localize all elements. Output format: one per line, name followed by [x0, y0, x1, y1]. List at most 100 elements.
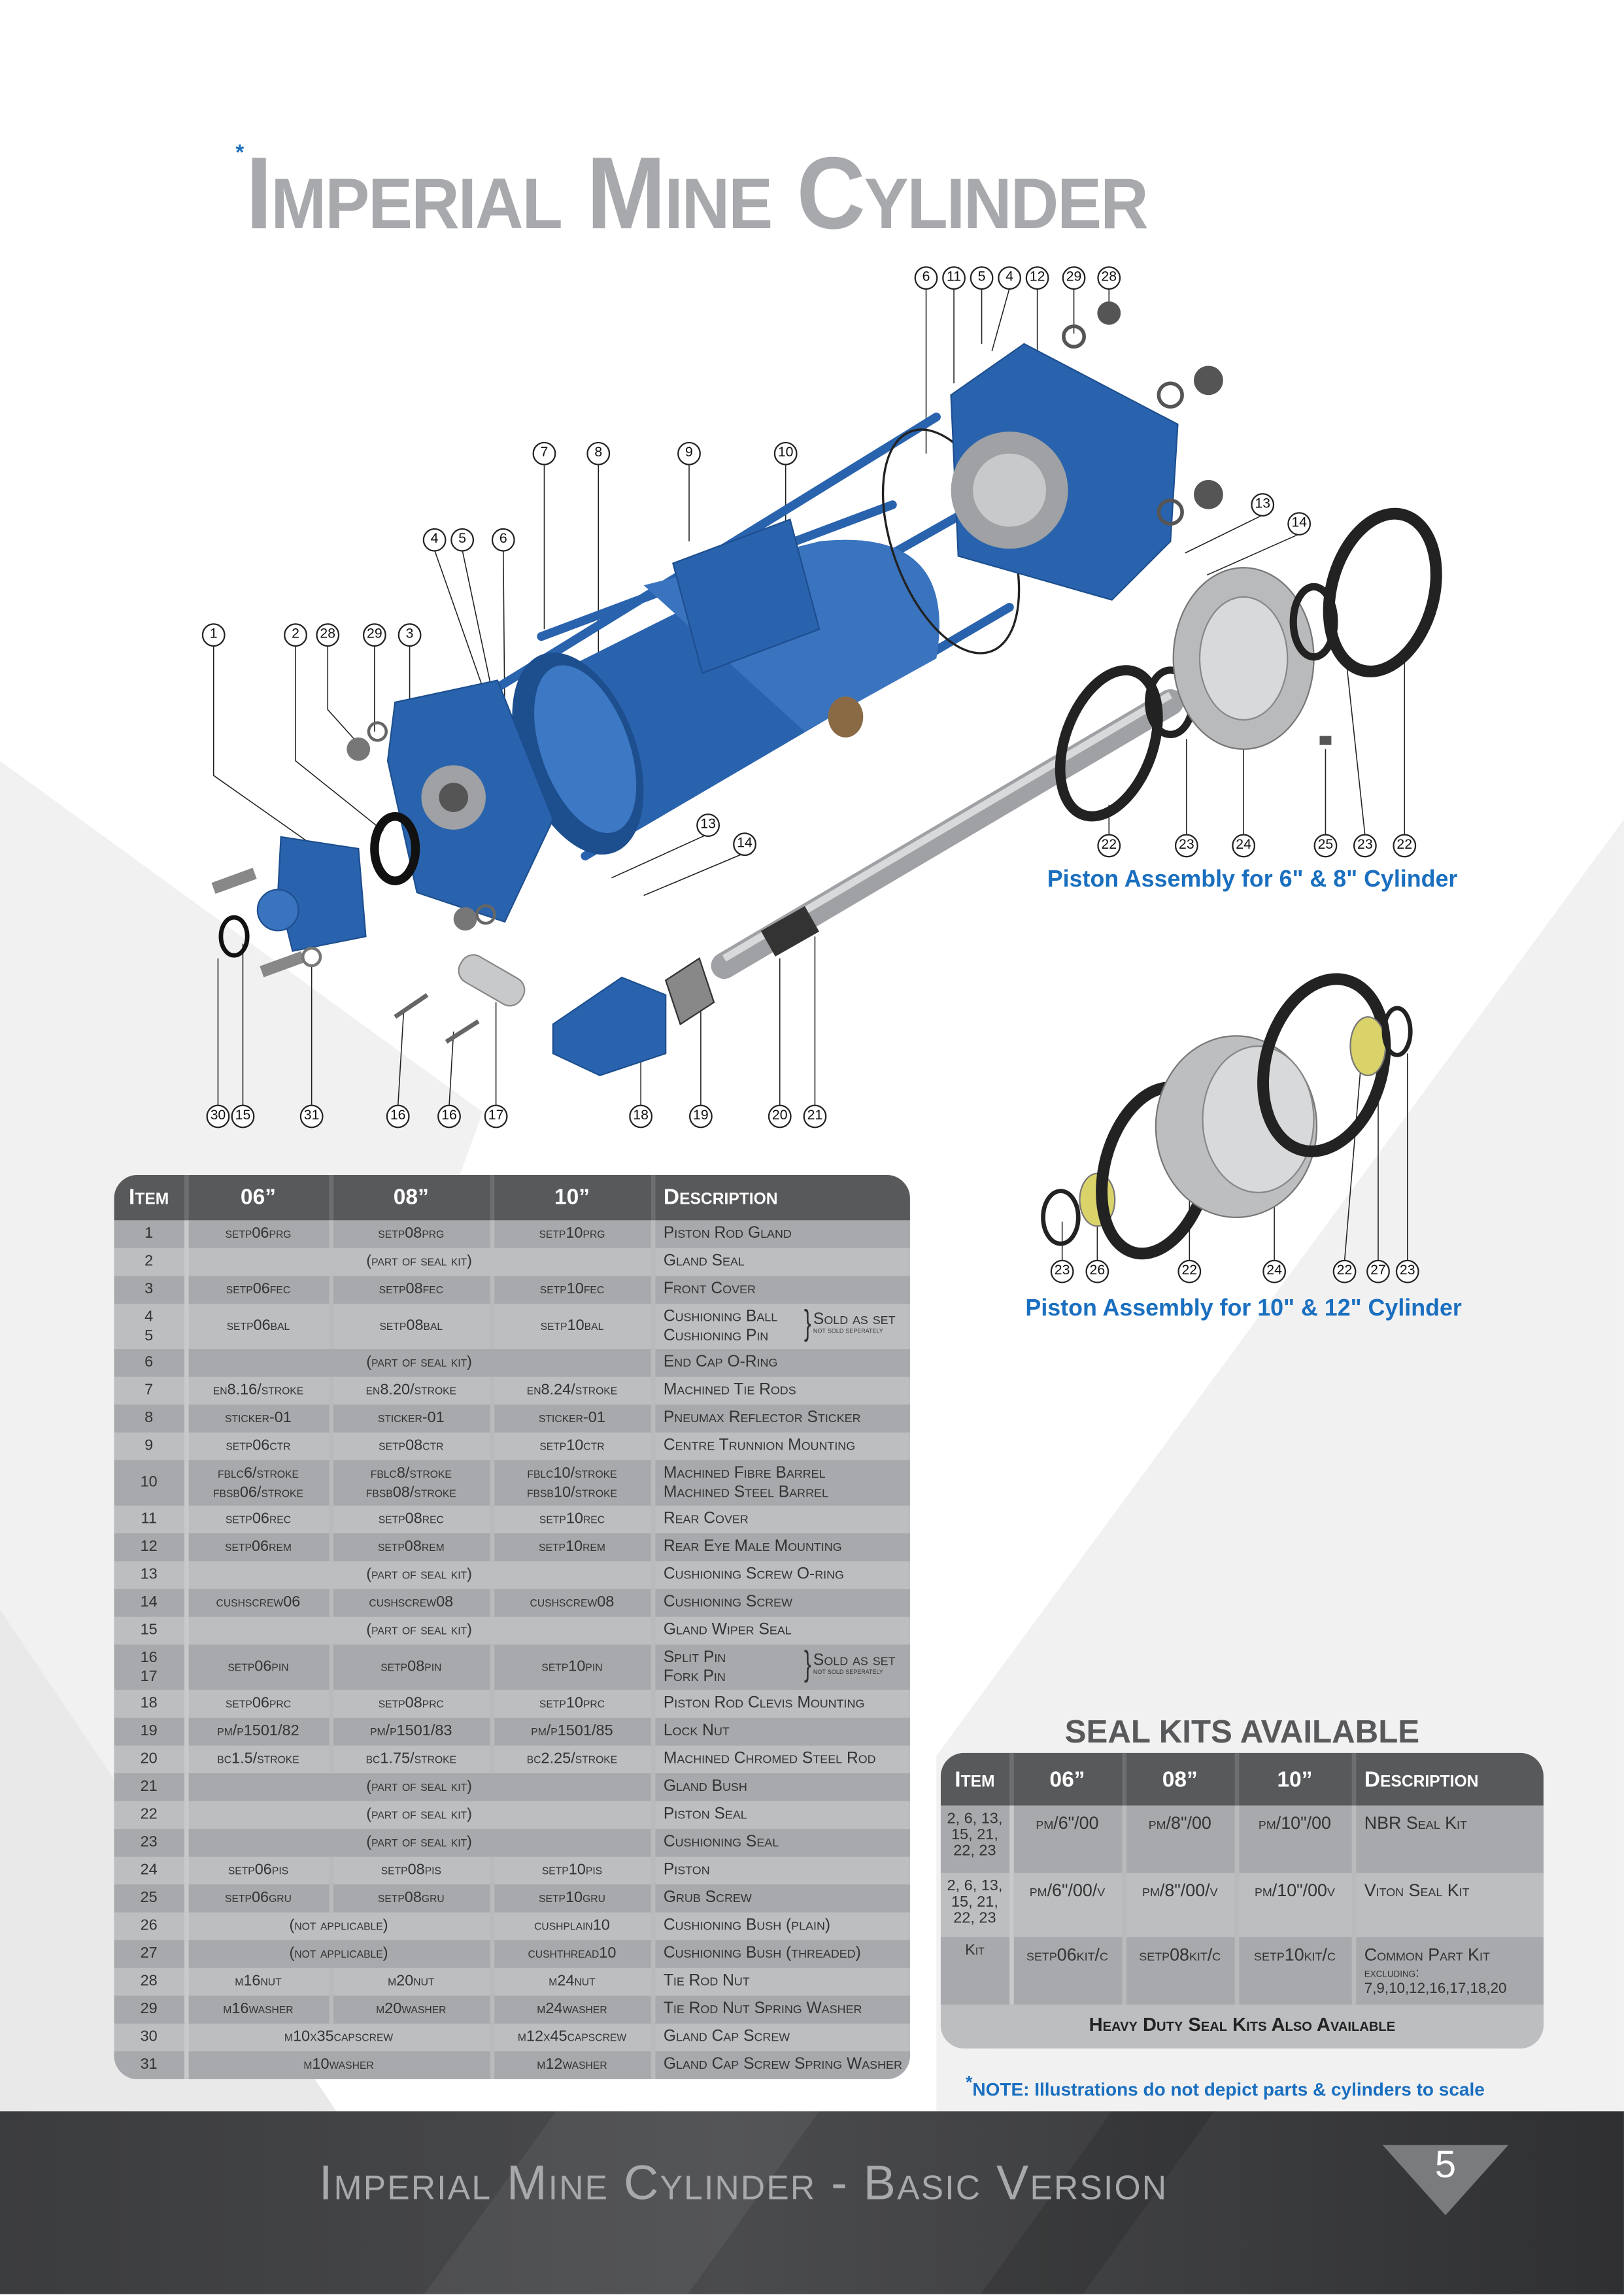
- cell-part-number: cushplain10: [491, 1912, 655, 1941]
- cell-part-number: setp08prg: [330, 1220, 494, 1248]
- piston-assembly-small: [1055, 507, 1442, 822]
- page-title: Imperial Mine Cylinder: [245, 136, 1149, 250]
- cell-part-number: en8.16/stroke: [186, 1376, 333, 1405]
- callout-number: 22: [1097, 834, 1121, 858]
- description-line: Cushioning Pin: [663, 1326, 769, 1344]
- cell-part-number: cushthread10: [491, 1940, 655, 1968]
- note-main: Sold as set: [813, 1651, 896, 1669]
- callout-number: 24: [1262, 1259, 1287, 1284]
- cell-part-number: m12washer: [491, 2051, 655, 2079]
- parts-table-header: Item 06” 08” 10” Description: [114, 1174, 910, 1221]
- description-line: Gland Bush: [663, 1777, 747, 1795]
- cell-item: 2, 6, 13, 15, 21, 22, 23: [940, 1873, 1013, 1937]
- callout-number: 23: [1353, 834, 1377, 858]
- description-line: Tie Rod Nut: [663, 1972, 750, 1990]
- cell-part-number: bc1.75/stroke: [330, 1745, 494, 1774]
- callout-number: 15: [231, 1104, 255, 1129]
- cell-part-number: fblc6/stroke fbsb06/stroke: [186, 1460, 333, 1506]
- description-line: Machined Steel Barrel: [663, 1483, 828, 1501]
- cell-part-number: setp06fec: [186, 1276, 333, 1304]
- description-line: Tie Rod Nut Spring Washer: [663, 2000, 862, 2018]
- cell-item: 30: [114, 2023, 188, 2052]
- cell-part-number: (part of seal kit): [186, 1248, 655, 1276]
- cell-item: 12: [114, 1533, 188, 1561]
- cell-part-number: setp08pin: [330, 1644, 494, 1690]
- callout-number: 1: [201, 623, 226, 647]
- page-number: 5: [1434, 2142, 1457, 2186]
- cell-description: Machined Tie Rods: [652, 1376, 910, 1405]
- col-06: 06”: [186, 1174, 333, 1221]
- cell-item: 22: [114, 1801, 188, 1829]
- table-row: 15(part of seal kit)Gland Wiper Seal: [114, 1616, 910, 1645]
- callout-number: 29: [362, 623, 386, 647]
- cell-item: 27: [114, 1940, 188, 1968]
- kit-description: Common Part Kit: [1364, 1945, 1490, 1965]
- cell-description: Cushioning Bush (threaded): [652, 1940, 910, 1968]
- description-line: Cushioning Seal: [663, 1833, 779, 1851]
- note-text: NOTE: Illustrations do not depict parts …: [972, 2079, 1485, 2100]
- cell-description: Centre Trunnion Mounting: [652, 1432, 910, 1461]
- cell-description: Pneumax Reflector Sticker: [652, 1404, 910, 1433]
- footer-title: Imperial Mine Cylinder - Basic Version: [318, 2155, 1168, 2210]
- cell-item: 24: [114, 1856, 188, 1885]
- cell-item: 23: [114, 1829, 188, 1857]
- cell-item: 4 5: [114, 1303, 188, 1350]
- cell-description: Rear Eye Male Mounting: [652, 1533, 910, 1561]
- callout-number: 17: [484, 1104, 508, 1129]
- cell-part-number: setp06pis: [186, 1856, 333, 1885]
- cell-10: pm/10"/00v: [1236, 1873, 1356, 1937]
- col-06: 06”: [1011, 1752, 1126, 1806]
- callout-number: 12: [1025, 266, 1049, 290]
- description-line: Piston Seal: [663, 1805, 747, 1824]
- cell-part-number: m12x45capscrew: [491, 2023, 655, 2052]
- cell-item: 19: [114, 1718, 188, 1746]
- cell-part-number: fblc10/stroke fbsb10/stroke: [491, 1460, 655, 1506]
- cell-part-number: setp08prc: [330, 1690, 494, 1718]
- cell-part-number: setp06bal: [186, 1303, 333, 1350]
- description-line: Cushioning Bush (plain): [663, 1916, 831, 1935]
- description-line: Gland Seal: [663, 1252, 745, 1270]
- cell-part-number: setp06ctr: [186, 1432, 333, 1461]
- cell-description: Gland Cap Screw: [652, 2023, 910, 2052]
- description-line: Machined Tie Rods: [663, 1381, 796, 1399]
- description-line: Gland Cap Screw Spring Washer: [663, 2056, 902, 2073]
- cell-item: 2: [114, 1248, 188, 1276]
- cell-part-number: (part of seal kit): [186, 1829, 655, 1857]
- callout-number: 29: [1062, 266, 1086, 290]
- footer-stripes: [424, 2111, 1215, 2294]
- table-row: 6(part of seal kit)End Cap O-Ring: [114, 1349, 910, 1377]
- cell-description: Piston: [652, 1856, 910, 1885]
- note-sub: not sold seperately: [813, 1667, 883, 1676]
- cell-part-number: pm/p1501/83: [330, 1718, 494, 1746]
- cell-description: Gland Seal: [652, 1248, 910, 1276]
- description-line: Piston: [663, 1861, 710, 1879]
- cell-part-number: setp06prg: [186, 1220, 333, 1248]
- cell-description: Piston Rod Clevis Mounting: [652, 1690, 910, 1718]
- callout-number: 14: [1287, 512, 1311, 536]
- cell-description: Grub Screw: [652, 1884, 910, 1912]
- table-row: 23(part of seal kit) Cushioning Seal: [114, 1829, 910, 1857]
- cell-part-number: m24washer: [491, 1996, 655, 2024]
- cell-part-number: m20washer: [330, 1996, 494, 2024]
- callout-number: 23: [1395, 1259, 1419, 1284]
- cell-part-number: pm/p1501/85: [491, 1718, 655, 1746]
- cell-06: pm/6"/00: [1011, 1805, 1126, 1873]
- callout-number: 13: [1251, 493, 1275, 517]
- cell-item: 20: [114, 1745, 188, 1774]
- cell-description: Tie Rod Nut: [652, 1967, 910, 1996]
- cell-description: Viton Seal Kit: [1353, 1873, 1544, 1937]
- col-08: 08”: [330, 1174, 494, 1221]
- cell-item: 7: [114, 1376, 188, 1405]
- cell-part-number: cushscrew08: [330, 1589, 494, 1617]
- excluding-label: excluding:: [1364, 1965, 1419, 1980]
- cell-10: setp10kit/c: [1236, 1937, 1356, 2005]
- cell-part-number: (not applicable): [186, 1912, 494, 1941]
- callout-number: 23: [1174, 834, 1198, 858]
- cell-item: 21: [114, 1773, 188, 1801]
- title-asterisk: *: [235, 140, 245, 165]
